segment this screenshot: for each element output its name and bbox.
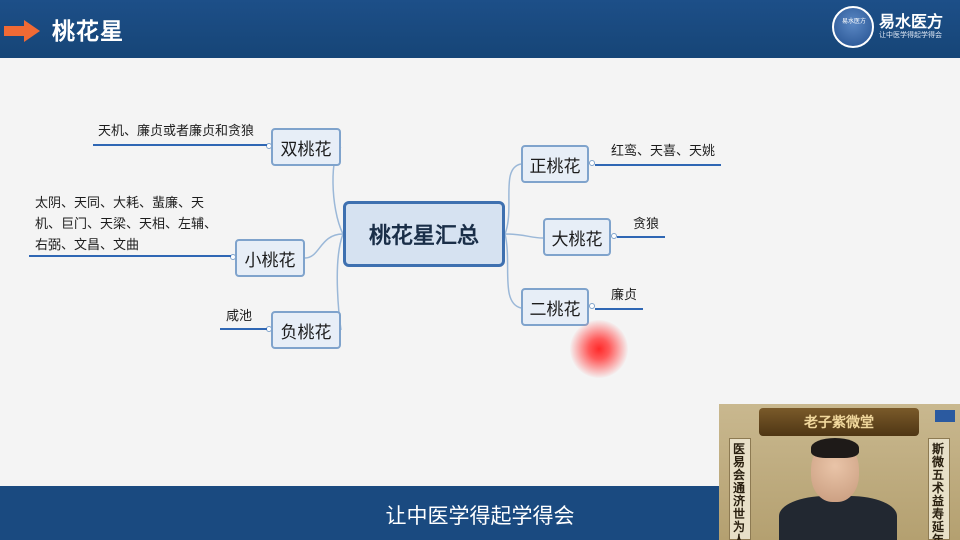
node-main-peach-blossom[interactable]: 正桃花	[521, 145, 589, 183]
detail-big-peach-blossom: 贪狼	[633, 214, 659, 235]
node-connector-dot	[589, 303, 595, 309]
detail-underline	[595, 308, 643, 310]
node-connector-dot	[266, 143, 272, 149]
node-label: 小桃花	[244, 250, 296, 271]
logo-badge-text: 易水医方	[841, 18, 866, 25]
detail-underline	[617, 236, 665, 238]
detail-line: 机、巨门、天梁、天相、左辅、	[35, 217, 218, 232]
node-label: 双桃花	[280, 139, 332, 160]
arrow-right-icon	[4, 20, 40, 42]
node-label: 正桃花	[529, 156, 581, 177]
detail-main-peach-blossom: 红鸾、天喜、天姚	[611, 141, 715, 162]
presenter-webcam: 老子紫微堂 医易会通济世为人 斯微五术益寿延年	[719, 404, 960, 540]
node-connector-dot	[611, 233, 617, 239]
node-big-peach-blossom[interactable]: 大桃花	[543, 218, 611, 256]
detail-line: 咸池	[226, 309, 253, 324]
webcam-banner-text: 老子紫微堂	[804, 415, 874, 431]
webcam-banner: 老子紫微堂	[759, 408, 919, 436]
logo-slogan: 让中医学得起学得会	[879, 31, 942, 39]
central-topic[interactable]: 桃花星汇总	[343, 201, 505, 267]
detail-underline	[29, 255, 231, 257]
laser-pointer-icon	[570, 320, 628, 378]
presenter-hair	[811, 438, 859, 458]
mindmap-connectors	[304, 146, 544, 331]
node-negative-peach-blossom[interactable]: 负桃花	[271, 311, 341, 349]
detail-double-peach-blossom: 天机、廉贞或者廉贞和贪狼	[98, 121, 254, 142]
detail-small-peach-blossom: 太阴、天同、大耗、蜚廉、天 机、巨门、天梁、天相、左辅、 右弼、文昌、文曲	[35, 193, 217, 256]
node-label: 二桃花	[529, 299, 581, 320]
node-connector-dot	[230, 254, 236, 260]
header-bar: 桃花星 易水医方 易水医方 让中医学得起学得会	[0, 0, 960, 58]
page-title: 桃花星	[52, 19, 124, 45]
detail-underline	[93, 144, 267, 146]
detail-line: 红鸾、天喜、天姚	[611, 144, 716, 159]
detail-underline	[220, 328, 267, 330]
scroll-left-text: 医易会通济世为人	[733, 442, 746, 540]
detail-negative-peach-blossom: 咸池	[226, 306, 252, 327]
node-second-peach-blossom[interactable]: 二桃花	[521, 288, 589, 326]
logo-title: 易水医方	[879, 12, 944, 31]
subtitle-caption: 让中医学得起学得会	[385, 504, 575, 528]
detail-underline	[595, 164, 721, 166]
detail-line: 贪狼	[633, 217, 660, 232]
detail-line: 廉贞	[611, 288, 638, 303]
detail-second-peach-blossom: 廉贞	[611, 285, 637, 306]
small-logo-icon	[935, 410, 955, 422]
node-small-peach-blossom[interactable]: 小桃花	[235, 239, 305, 277]
node-double-peach-blossom[interactable]: 双桃花	[271, 128, 341, 166]
brand-logo: 易水医方 易水医方 让中医学得起学得会	[832, 4, 957, 54]
scroll-left: 医易会通济世为人	[729, 438, 751, 540]
mindmap-canvas: 双桃花 天机、廉贞或者廉贞和贪狼 小桃花 太阴、天同、大耗、蜚廉、天 机、巨门、…	[0, 58, 960, 486]
scroll-right-text: 斯微五术益寿延年	[932, 442, 945, 540]
presenter-body	[779, 496, 897, 540]
central-topic-label: 桃花星汇总	[368, 224, 479, 249]
scroll-right: 斯微五术益寿延年	[928, 438, 950, 540]
logo-badge-icon: 易水医方	[832, 6, 874, 48]
node-label: 大桃花	[551, 229, 603, 250]
detail-line: 右弼、文昌、文曲	[35, 238, 140, 253]
detail-line: 天机、廉贞或者廉贞和贪狼	[98, 124, 255, 139]
detail-line: 太阴、天同、大耗、蜚廉、天	[35, 196, 205, 211]
node-label: 负桃花	[280, 322, 332, 343]
node-connector-dot	[589, 160, 595, 166]
